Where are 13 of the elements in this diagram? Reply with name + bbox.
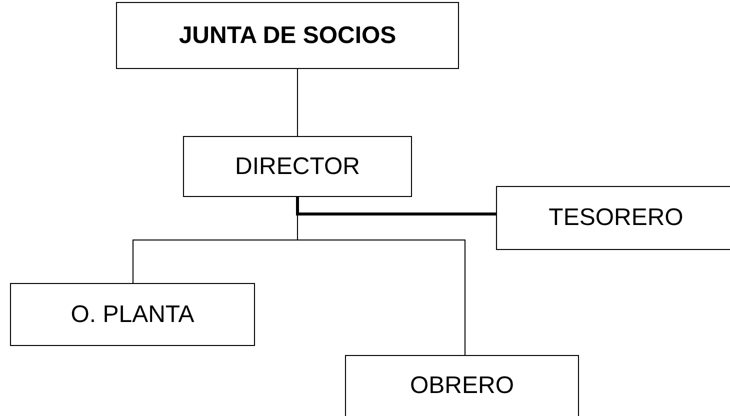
org-box [10, 283, 255, 346]
connector-line [297, 196, 466, 356]
box-title: TESORERO [548, 204, 684, 232]
connector-line [296, 197, 496, 216]
box-title: JUNTA DE SOCIOS [178, 22, 396, 50]
box-title: OBRERO [410, 372, 514, 400]
box-title: O. PLANTA [70, 300, 194, 328]
org-box [183, 136, 412, 197]
org-box [496, 186, 730, 250]
connector-line [297, 68, 298, 136]
box-title: DIRECTOR [235, 152, 360, 180]
org-box [345, 355, 579, 416]
org-box [116, 2, 459, 69]
